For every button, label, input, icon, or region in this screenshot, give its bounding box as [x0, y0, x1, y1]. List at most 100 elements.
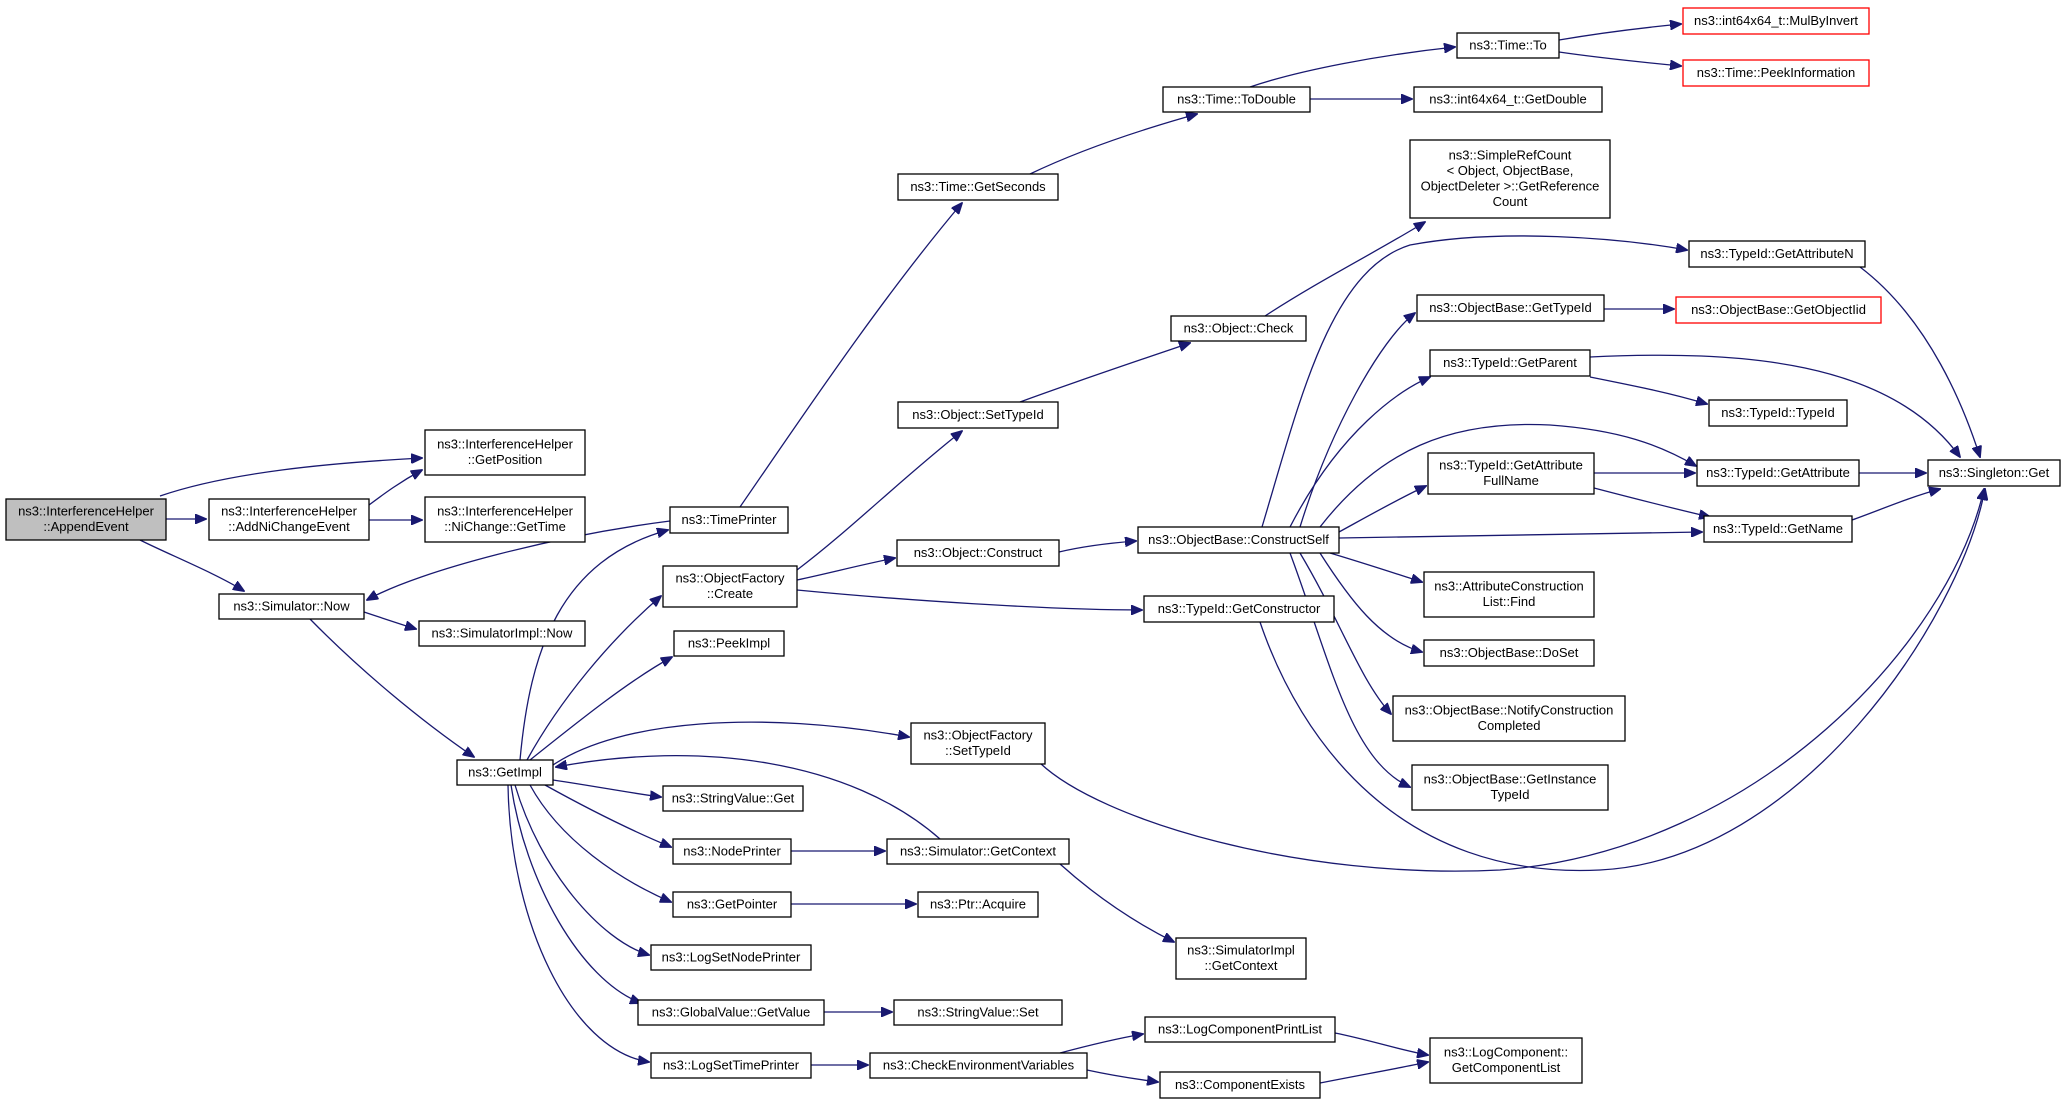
node-simimplgetcontext[interactable]: ns3::SimulatorImpl::GetContext — [1175, 937, 1307, 980]
node-append[interactable]: ns3::InterferenceHelper::AppendEvent — [5, 498, 167, 541]
node-ofsettypeid[interactable]: ns3::ObjectFactory::SetTypeId — [910, 722, 1046, 765]
node-box — [418, 620, 586, 647]
node-box — [1170, 315, 1307, 342]
edge-ofcreate-to-objsettypeid — [796, 431, 962, 571]
node-getimpl[interactable]: ns3::GetImpl — [456, 759, 554, 786]
node-box — [650, 944, 812, 971]
node-label-line: ns3::TypeId::GetAttribute — [1706, 465, 1850, 480]
node-label-line: ns3::TypeId::GetConstructor — [1158, 601, 1321, 616]
node-checkenv[interactable]: ns3::CheckEnvironmentVariables — [869, 1052, 1088, 1079]
node-box — [1144, 1016, 1336, 1043]
node-svset[interactable]: ns3::StringValue::Set — [893, 999, 1063, 1026]
edge-getimpl-to-getpointer — [529, 784, 671, 902]
node-box — [1427, 452, 1595, 495]
edge-timeprinter-to-getseconds — [739, 203, 962, 508]
node-label-line: ns3::TypeId::TypeId — [1721, 405, 1834, 420]
node-obgettypeid[interactable]: ns3::ObjectBase::GetTypeId — [1416, 294, 1605, 322]
edge-constructself-to-getattrfullname — [1338, 486, 1426, 533]
node-label-line: ns3::GlobalValue::GetValue — [652, 1004, 811, 1019]
node-singletonget[interactable]: ns3::Singleton::Get — [1927, 459, 2061, 487]
node-getobjectiid[interactable]: ns3::ObjectBase::GetObjectIid — [1675, 296, 1882, 324]
node-label-line: FullName — [1483, 473, 1539, 488]
node-box — [910, 722, 1046, 765]
node-label-line: Count — [1493, 194, 1528, 209]
node-label-line: ns3::InterferenceHelper — [221, 504, 358, 519]
node-box — [896, 539, 1060, 567]
node-nichange[interactable]: ns3::InterferenceHelper::NiChange::GetTi… — [424, 496, 586, 543]
node-label-line: ns3::StringValue::Get — [672, 790, 795, 805]
edge-getattributen-to-singletonget — [1859, 266, 1980, 457]
edge-ofcreate-to-getconstructor — [796, 589, 1142, 610]
node-getcomplist[interactable]: ns3::LogComponent::GetComponentList — [1429, 1037, 1583, 1084]
node-timeprinter[interactable]: ns3::TimePrinter — [669, 506, 789, 534]
node-logprintlist[interactable]: ns3::LogComponentPrintList — [1144, 1016, 1336, 1043]
edge-simnow-to-simimplnow — [363, 611, 416, 629]
node-label-line: ns3::Time::To — [1469, 37, 1547, 52]
node-simplerefcount[interactable]: ns3::SimpleRefCount< Object, ObjectBase,… — [1409, 139, 1611, 219]
node-getpos[interactable]: ns3::InterferenceHelper::GetPosition — [424, 429, 586, 476]
node-getname[interactable]: ns3::TypeId::GetName — [1703, 515, 1853, 543]
node-peekimpl[interactable]: ns3::PeekImpl — [673, 630, 785, 657]
edge-getparent-to-singletonget — [1589, 354, 1960, 457]
node-label-line: ns3::SimulatorImpl::Now — [432, 625, 573, 640]
node-getparent[interactable]: ns3::TypeId::GetParent — [1429, 349, 1591, 377]
node-label-line: ns3::TypeId::GetAttributeN — [1700, 246, 1853, 261]
node-simgetcontext[interactable]: ns3::Simulator::GetContext — [886, 838, 1070, 865]
edge-logprintlist-to-getcomplist — [1334, 1032, 1428, 1055]
node-box — [1175, 937, 1307, 980]
node-addni[interactable]: ns3::InterferenceHelper::AddNiChangeEven… — [208, 498, 370, 541]
node-timeto[interactable]: ns3::Time::To — [1456, 32, 1560, 59]
edge-timeto-to-mulbyinvert — [1558, 24, 1681, 41]
node-box — [1927, 459, 2061, 487]
node-lognodeprinter[interactable]: ns3::LogSetNodePrinter — [650, 944, 812, 971]
node-peekinfo[interactable]: ns3::Time::PeekInformation — [1682, 59, 1870, 87]
node-getpointer[interactable]: ns3::GetPointer — [672, 891, 792, 918]
node-box — [1429, 1037, 1583, 1084]
node-label-line: ns3::Time::PeekInformation — [1697, 65, 1855, 80]
call-edges — [139, 24, 1985, 1083]
node-objcheck[interactable]: ns3::Object::Check — [1170, 315, 1307, 342]
node-todouble[interactable]: ns3::Time::ToDouble — [1162, 86, 1311, 113]
node-logtimeprinter[interactable]: ns3::LogSetTimePrinter — [650, 1052, 812, 1079]
node-compexists[interactable]: ns3::ComponentExists — [1159, 1071, 1321, 1099]
edge-ofcreate-to-objconstruct — [796, 558, 895, 581]
node-label-line: ns3::NodePrinter — [683, 843, 781, 858]
node-getconstructor[interactable]: ns3::TypeId::GetConstructor — [1143, 595, 1335, 623]
node-label-line: ns3::PeekImpl — [688, 635, 770, 650]
edge-objconstruct-to-constructself — [1058, 541, 1136, 553]
node-ptracquire[interactable]: ns3::Ptr::Acquire — [917, 891, 1039, 918]
node-objconstruct[interactable]: ns3::Object::Construct — [896, 539, 1060, 567]
node-label-line: ns3::Object::SetTypeId — [912, 407, 1044, 422]
edge-objsettypeid-to-objcheck — [1019, 343, 1190, 403]
node-label-line: ::AppendEvent — [43, 519, 129, 534]
node-typeidctor[interactable]: ns3::TypeId::TypeId — [1708, 399, 1848, 427]
node-box — [1675, 296, 1882, 324]
node-getdouble[interactable]: ns3::int64x64_t::GetDouble — [1413, 86, 1603, 113]
node-mulbyinvert[interactable]: ns3::int64x64_t::MulByInvert — [1682, 7, 1870, 35]
node-simnow[interactable]: ns3::Simulator::Now — [218, 593, 365, 620]
node-nodeprinter[interactable]: ns3::NodePrinter — [672, 838, 792, 865]
node-getattribute[interactable]: ns3::TypeId::GetAttribute — [1696, 459, 1860, 487]
node-getseconds[interactable]: ns3::Time::GetSeconds — [897, 173, 1059, 201]
node-ofcreate[interactable]: ns3::ObjectFactory::Create — [662, 565, 798, 608]
node-label-line: ns3::Ptr::Acquire — [930, 896, 1026, 911]
node-svget[interactable]: ns3::StringValue::Get — [662, 785, 804, 812]
node-simimplnow[interactable]: ns3::SimulatorImpl::Now — [418, 620, 586, 647]
edge-checkenv-to-compexists — [1086, 1069, 1158, 1082]
node-getattributen[interactable]: ns3::TypeId::GetAttributeN — [1688, 240, 1866, 268]
node-box — [1162, 86, 1311, 113]
node-doset[interactable]: ns3::ObjectBase::DoSet — [1423, 639, 1595, 667]
node-label-line: GetComponentList — [1452, 1060, 1561, 1075]
node-constructself[interactable]: ns3::ObjectBase::ConstructSelf — [1137, 526, 1340, 554]
edge-getimpl-to-nodeprinter — [544, 784, 671, 847]
node-notifyconstruction[interactable]: ns3::ObjectBase::NotifyConstructionCompl… — [1392, 695, 1626, 742]
node-gvgetvalue[interactable]: ns3::GlobalValue::GetValue — [637, 999, 825, 1026]
node-objsettypeid[interactable]: ns3::Object::SetTypeId — [897, 401, 1059, 429]
node-box — [662, 565, 798, 608]
node-box — [1137, 526, 1340, 554]
node-box — [637, 999, 825, 1026]
node-label-line: ObjectDeleter >::GetReference — [1421, 179, 1600, 194]
